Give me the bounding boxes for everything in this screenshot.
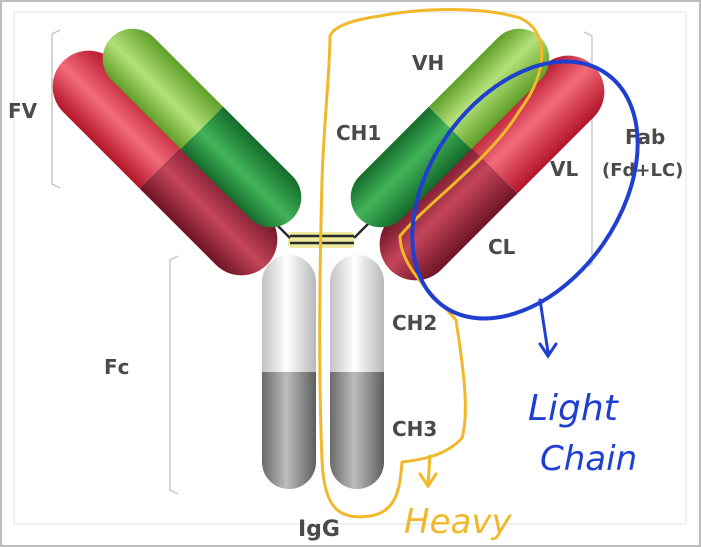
heavy-annotation: Heavy: [404, 502, 512, 542]
fc-label: Fc: [104, 355, 130, 379]
fab-label: Fab: [625, 125, 665, 149]
fv-bracket: [52, 30, 60, 188]
fab-subtitle-label: (Fd+LC): [602, 160, 683, 181]
fc-right-chain: [330, 255, 384, 489]
cl-label: CL: [488, 235, 516, 259]
light-annotation-line2: Chain: [540, 439, 637, 479]
ch2-label: CH2: [392, 311, 437, 335]
ch1-label: CH1: [336, 121, 381, 145]
igg-label: IgG: [298, 517, 340, 542]
light-pointer-arrow: [540, 300, 556, 356]
fc-bracket: [170, 256, 178, 494]
ch3-label: CH3: [392, 417, 437, 441]
vl-label: VL: [550, 157, 578, 181]
fc-left-chain: [262, 255, 316, 489]
heavy-pointer-arrow: [420, 456, 436, 486]
fv-label: FV: [8, 99, 38, 123]
vh-label: VH: [412, 51, 444, 75]
light-annotation-line1: Light: [528, 388, 620, 429]
